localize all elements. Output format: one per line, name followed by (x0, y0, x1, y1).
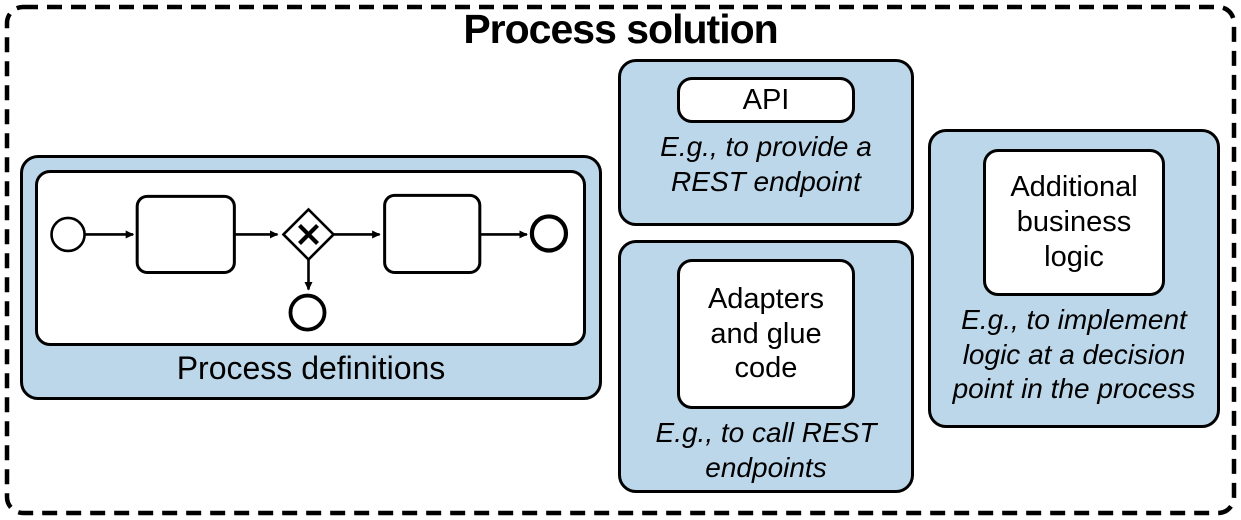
process-definitions-box: Process definitions (20, 155, 602, 400)
task-shape (383, 193, 482, 275)
adapters-box: Adapters and glue code E.g., to call RES… (618, 240, 914, 493)
bpmn-diagram (50, 193, 569, 332)
api-label-chip: API (677, 77, 855, 123)
task-shape (135, 194, 236, 275)
end-event-icon (529, 214, 569, 253)
start-event-icon (50, 216, 86, 253)
end-event-icon (288, 293, 327, 332)
api-caption: E.g., to provide a REST endpoint (660, 131, 872, 197)
bpmn-diagram-canvas (35, 170, 586, 346)
adapters-label-chip: Adapters and glue code (677, 259, 855, 409)
business-logic-label-chip: Additional business logic (983, 149, 1165, 296)
gateway-x-mark (297, 223, 320, 245)
api-box: API E.g., to provide a REST endpoint (618, 59, 914, 226)
business-logic-caption: E.g., to implement logic at a decision p… (952, 304, 1196, 405)
diagram-title: Process solution (463, 6, 778, 52)
process-definitions-label: Process definitions (176, 350, 446, 386)
business-logic-box: Additional business logic E.g., to imple… (928, 129, 1220, 428)
adapters-caption: E.g., to call REST endpoints (655, 417, 877, 483)
